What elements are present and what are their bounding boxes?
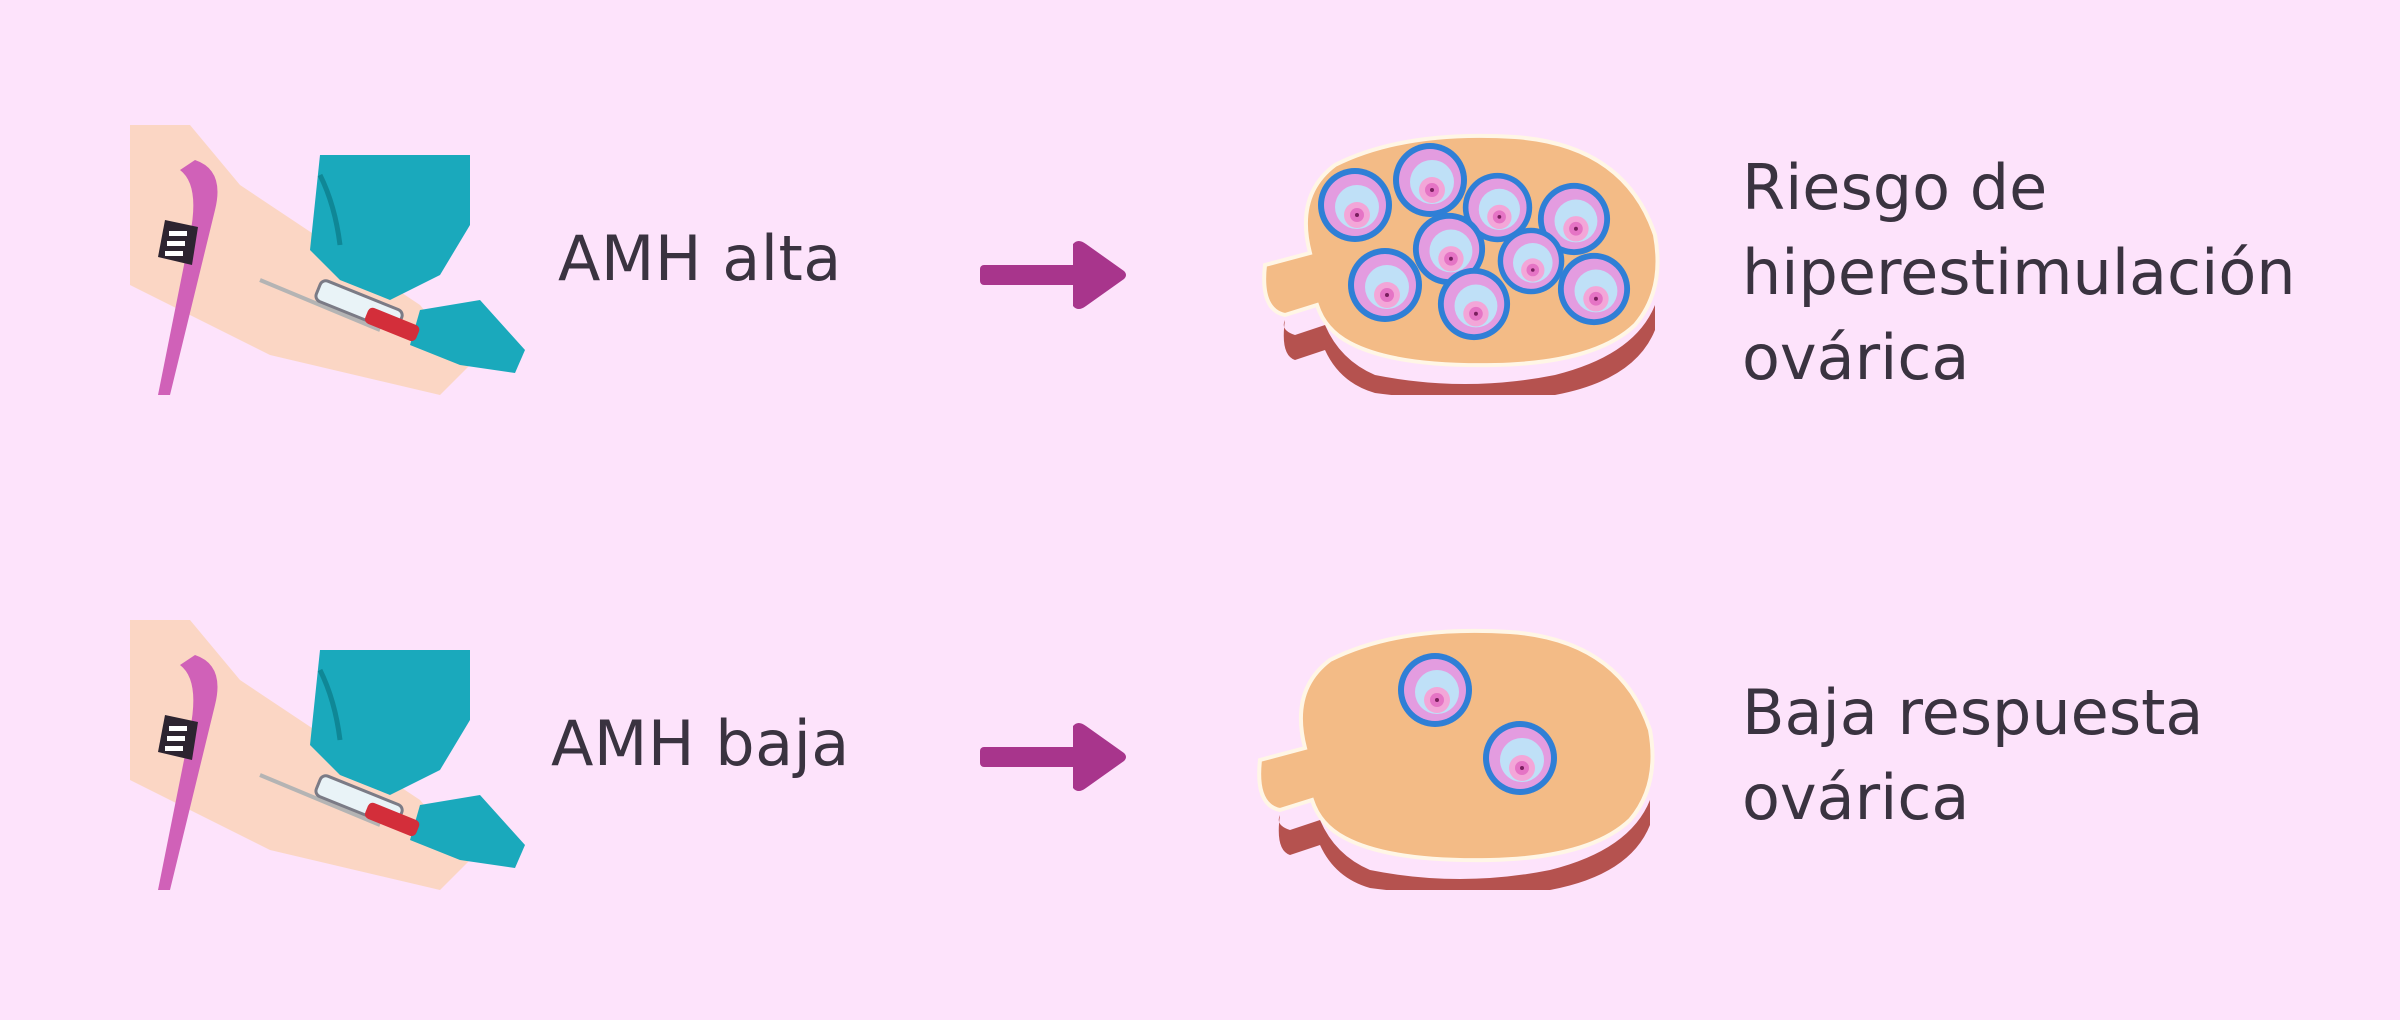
blood-test-arm-icon (120, 115, 540, 415)
follicle-icon (1437, 267, 1511, 341)
result-high: Riesgo de hiperestimulación ovárica (1742, 145, 2296, 400)
follicle-icon (1348, 248, 1422, 322)
follicle-icon (1318, 168, 1392, 242)
right-arrow-icon (978, 720, 1128, 794)
ovary-many-follicles-icon (1255, 125, 1665, 395)
follicle-icon (1398, 653, 1472, 727)
result-low: Baja respuesta ovárica (1742, 670, 2203, 840)
row-amh-high: AMH alta Riesgo de hiperestimulación ová… (0, 0, 2400, 420)
amh-low-label: AMH baja (551, 707, 850, 780)
result-high-line-3: ovárica (1742, 321, 1970, 394)
row-amh-low: AMH baja Baja respuesta ovárica (0, 495, 2400, 915)
follicle-icon (1497, 227, 1565, 295)
result-low-line-2: ovárica (1742, 761, 1970, 834)
result-high-line-1: Riesgo de (1742, 151, 2048, 224)
result-high-line-2: hiperestimulación (1742, 236, 2296, 309)
right-arrow-icon (978, 238, 1128, 312)
amh-high-label: AMH alta (558, 222, 842, 295)
follicle-icon (1557, 252, 1631, 326)
ovary-few-follicles-icon (1250, 620, 1660, 890)
blood-test-arm-icon (120, 610, 540, 910)
follicle-icon (1393, 143, 1467, 217)
result-low-line-1: Baja respuesta (1742, 676, 2204, 749)
follicle-icon (1483, 721, 1557, 795)
